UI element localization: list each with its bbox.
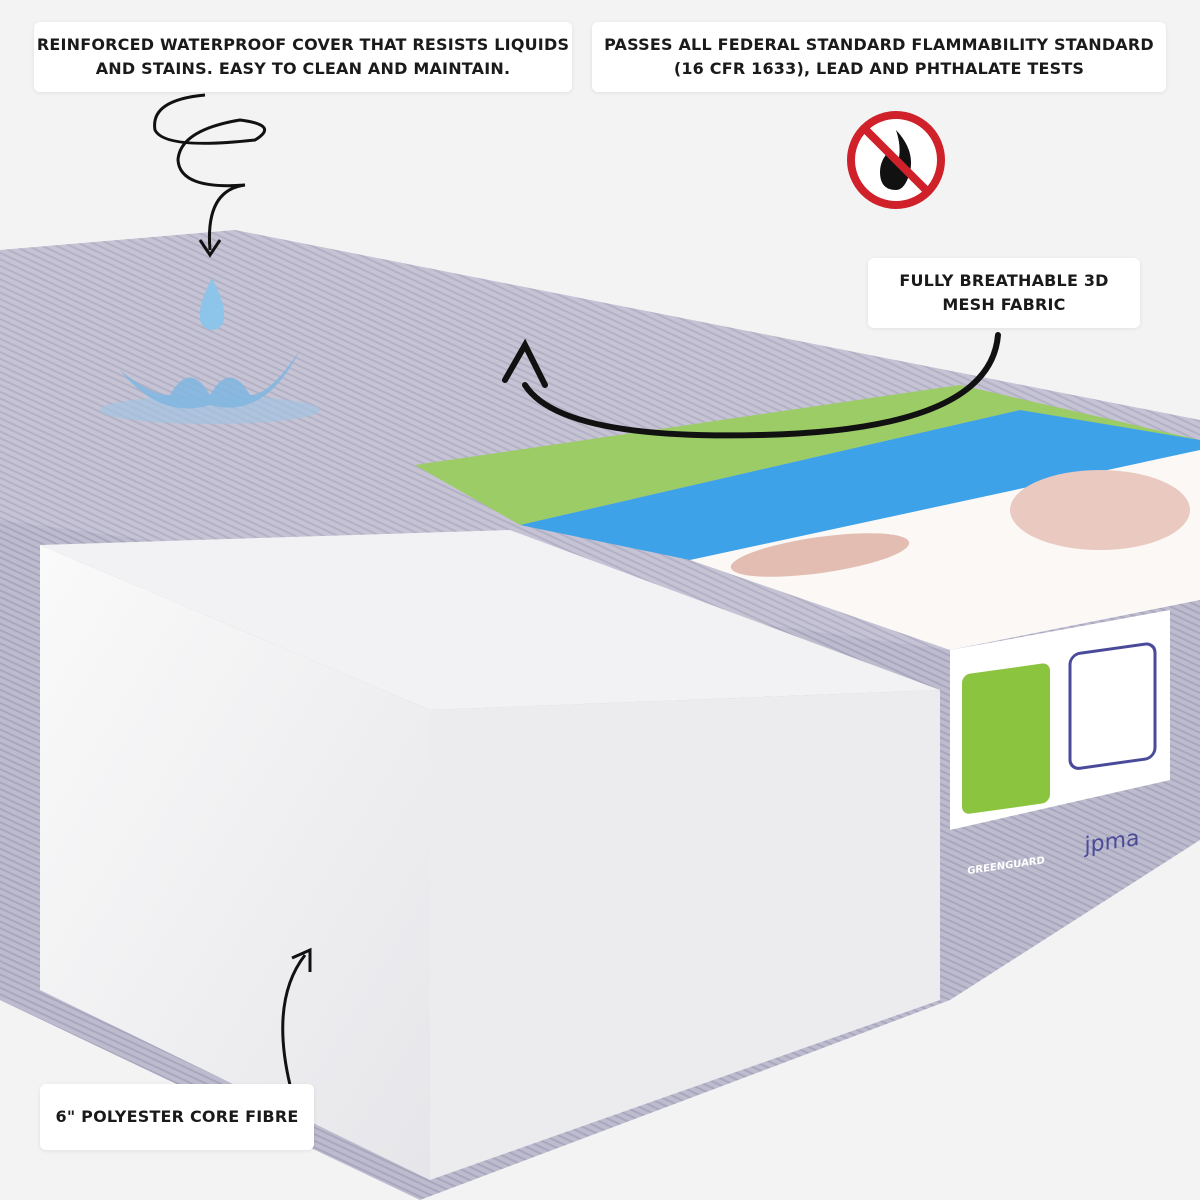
label-green xyxy=(415,385,1200,525)
no-fire-icon xyxy=(847,111,945,209)
core-arrow-icon xyxy=(281,947,312,1086)
squiggle-arrow-icon xyxy=(153,93,267,258)
label-blue xyxy=(520,410,1200,560)
foam-side xyxy=(430,690,940,1180)
water-drop-icon xyxy=(199,278,225,330)
breathable-arrow-icon xyxy=(502,332,1001,439)
splash-icon xyxy=(100,350,320,424)
jpma-badge xyxy=(1068,642,1157,770)
breathable-callout: FULLY BREATHABLE 3D MESH FABRIC xyxy=(868,258,1140,328)
baby-photo-arm xyxy=(730,533,910,577)
baby-photo xyxy=(1010,470,1190,550)
core-callout: 6" POLYESTER CORE FIBRE xyxy=(40,1084,314,1150)
foam-top xyxy=(40,530,940,710)
greenguard-badge xyxy=(962,663,1050,814)
foam-front xyxy=(40,545,430,1180)
flammability-callout: PASSES ALL FEDERAL STANDARD FLAMMABILITY… xyxy=(592,22,1166,92)
waterproof-callout: REINFORCED WATERPROOF COVER THAT RESISTS… xyxy=(34,22,572,92)
